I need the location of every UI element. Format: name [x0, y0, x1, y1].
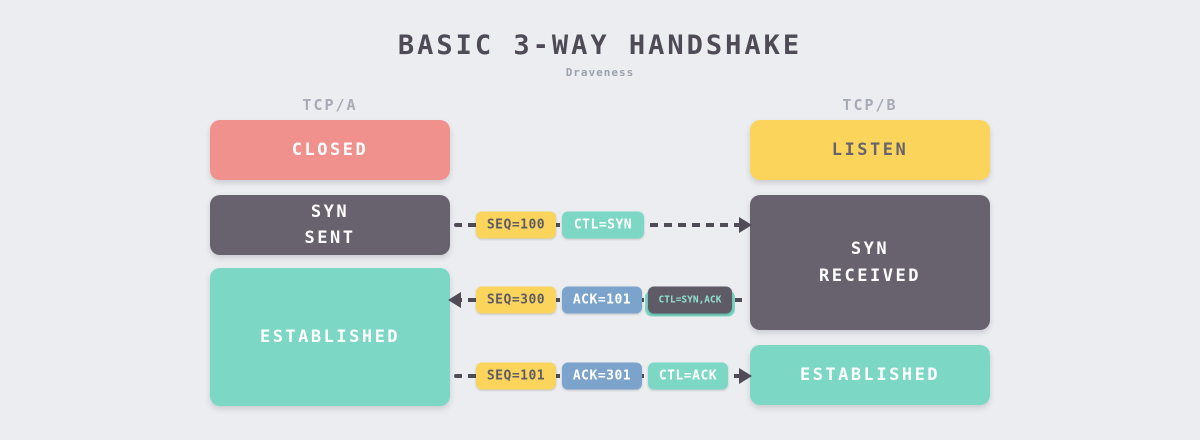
state-syn-received: SYN RECEIVED — [750, 195, 990, 330]
state-established-left: ESTABLISHED — [210, 268, 450, 406]
message-syn-ack: SEQ=300 ACK=101 CTL=SYN,ACK — [448, 285, 750, 317]
column-label-tcp-b: TCP/B — [842, 96, 898, 114]
arrowhead-right-icon — [739, 368, 752, 384]
state-established-right: ESTABLISHED — [750, 345, 990, 405]
state-syn-sent: SYN SENT — [210, 195, 450, 255]
diagram-title: BASIC 3-WAY HANDSHAKE — [397, 30, 803, 61]
badge-ack-101: ACK=101 — [562, 286, 642, 314]
message-syn: SEQ=100 CTL=SYN — [450, 210, 752, 240]
arrowhead-right-icon — [739, 217, 752, 233]
diagram-subtitle: Draveness — [565, 66, 635, 79]
state-listen: LISTEN — [750, 120, 990, 180]
badge-ctl-syn-ack-label: CTL=SYN,ACK — [648, 286, 732, 314]
badge-ctl-ack: CTL=ACK — [648, 362, 728, 390]
state-closed: CLOSED — [210, 120, 450, 180]
badge-ctl-syn-ack: CTL=SYN,ACK — [645, 286, 735, 317]
badge-ack-301: ACK=301 — [562, 362, 642, 390]
badge-seq-300: SEQ=300 — [476, 286, 556, 314]
message-ack: SEQ=101 ACK=301 CTL=ACK — [450, 361, 752, 391]
badge-seq-100: SEQ=100 — [476, 211, 556, 239]
badge-ctl-syn: CTL=SYN — [562, 211, 644, 239]
badge-seq-101: SEQ=101 — [476, 362, 556, 390]
column-label-tcp-a: TCP/A — [302, 96, 358, 114]
arrowhead-left-icon — [448, 292, 461, 308]
